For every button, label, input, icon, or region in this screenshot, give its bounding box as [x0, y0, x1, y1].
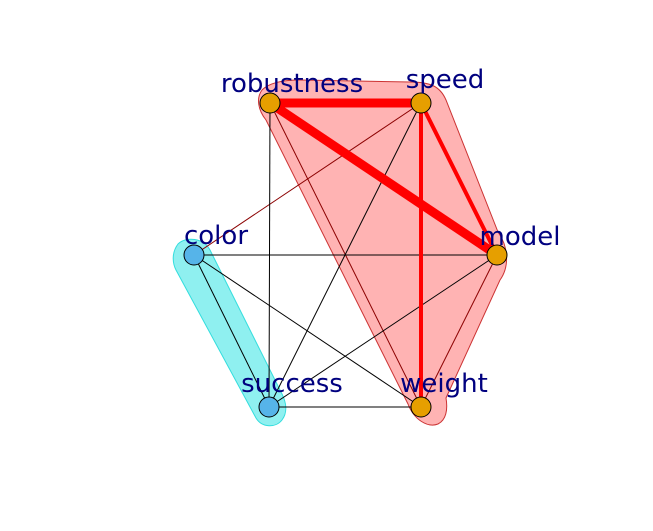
node-weight	[410, 396, 432, 418]
node-label-weight: weight	[400, 369, 488, 399]
community-hull-orange	[258, 79, 507, 426]
edges	[193, 98, 500, 408]
edge-robustness-model	[267, 99, 500, 259]
node-success	[258, 396, 280, 418]
edge-speed-color	[193, 102, 422, 256]
node-color	[183, 244, 205, 266]
node-labels: robustness speed model weight color succ…	[184, 65, 561, 399]
node-robustness	[259, 92, 281, 114]
node-speed	[410, 92, 432, 114]
edge-color-success	[193, 254, 270, 408]
edge-color-weight	[193, 254, 422, 408]
edge-model-weight	[420, 254, 498, 408]
node-label-robustness: robustness	[221, 69, 363, 99]
node-model	[486, 244, 508, 266]
nodes	[183, 92, 508, 418]
node-label-model: model	[480, 222, 561, 252]
community-hulls	[172, 79, 507, 427]
community-hull-blue	[172, 238, 287, 427]
edge-success-model	[268, 254, 498, 408]
node-label-success: success	[241, 369, 343, 399]
node-label-color: color	[184, 221, 248, 251]
edge-speed-model	[419, 102, 499, 256]
node-label-speed: speed	[406, 65, 485, 95]
